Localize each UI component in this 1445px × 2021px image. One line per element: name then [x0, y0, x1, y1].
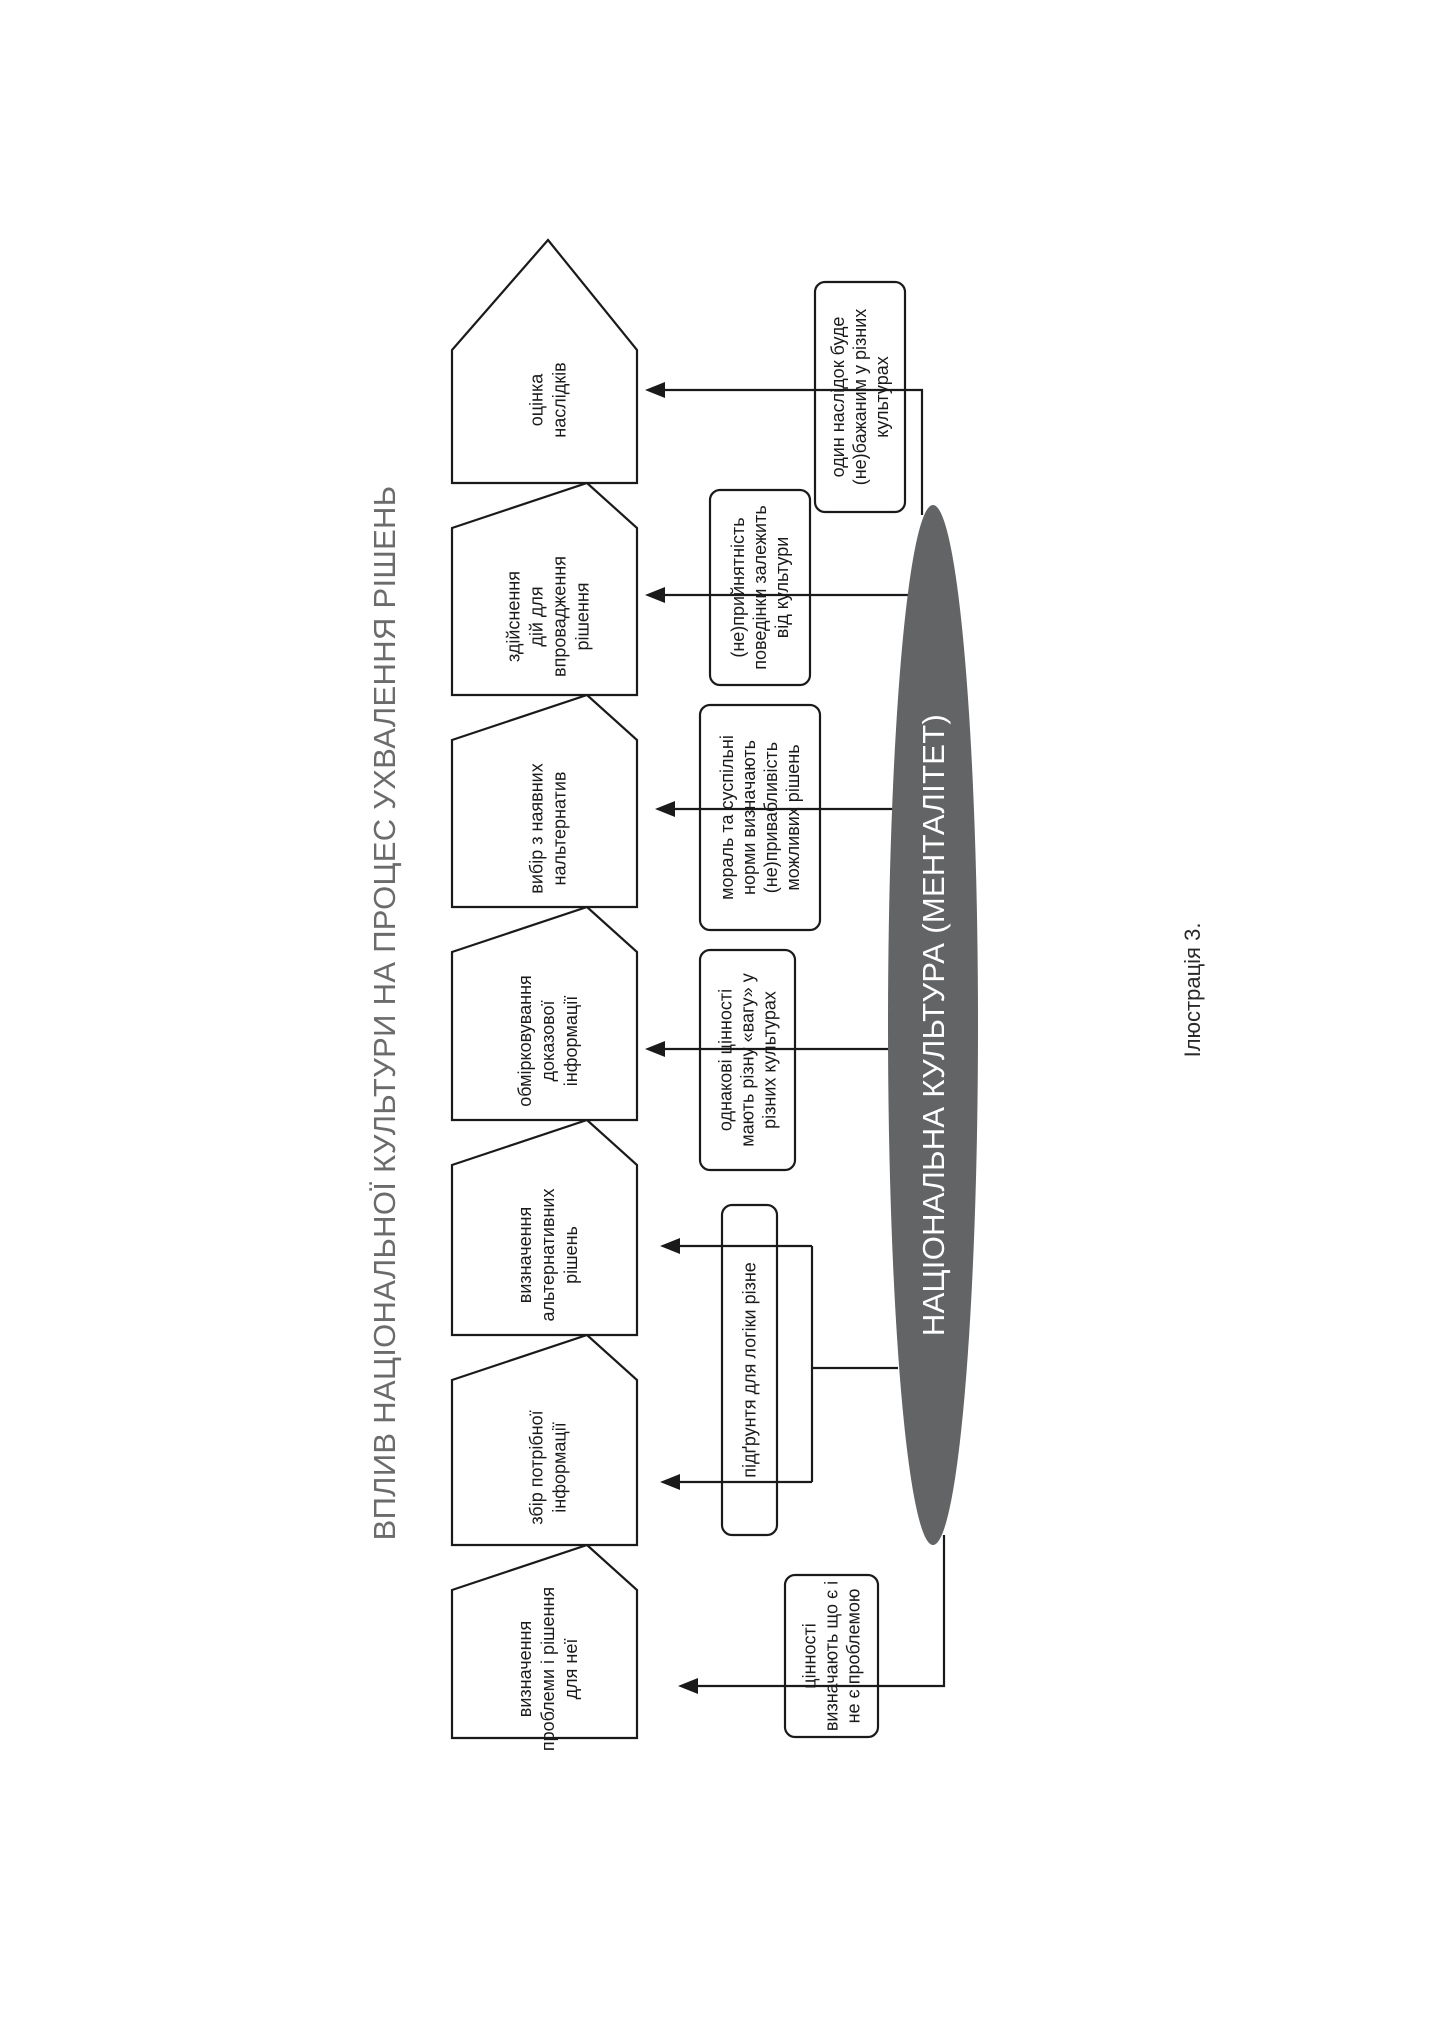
arrowhead [645, 1041, 665, 1057]
stage-shape [450, 1118, 639, 1337]
note-box [708, 488, 812, 687]
arrowhead [660, 1238, 680, 1254]
national-culture-ellipse [888, 505, 978, 1545]
note-box [698, 703, 822, 932]
national-culture-label: НАЦІОНАЛЬНА КУЛЬТУРА (МЕНТАЛІТЕТ) [916, 714, 951, 1336]
arrowhead [678, 1678, 698, 1694]
stage-shape [450, 1543, 639, 1740]
arrowhead [660, 1474, 680, 1490]
note-box [720, 1203, 779, 1537]
note-label: підґрунтя для логіки різне [740, 1262, 760, 1478]
stage-shape [450, 1333, 639, 1547]
stage-shape [450, 693, 639, 909]
note-box [698, 948, 797, 1172]
arrowhead [645, 587, 665, 603]
figure-caption: Ілюстрація 3. [1180, 923, 1205, 1058]
arrowheads [645, 382, 698, 1694]
note-box [813, 280, 907, 514]
stage-shape [450, 905, 639, 1122]
arrowhead [645, 382, 665, 398]
diagram-title: ВПЛИВ НАЦІОНАЛЬНОЇ КУЛЬТУРИ НА ПРОЦЕС УХ… [367, 486, 402, 1541]
stage-shape [450, 238, 639, 485]
note-box [783, 1573, 880, 1739]
connector-line [693, 1535, 946, 1688]
connector-line [660, 388, 924, 515]
arrowhead [655, 801, 675, 817]
stage-shape [450, 481, 639, 697]
connectors [660, 388, 946, 1688]
